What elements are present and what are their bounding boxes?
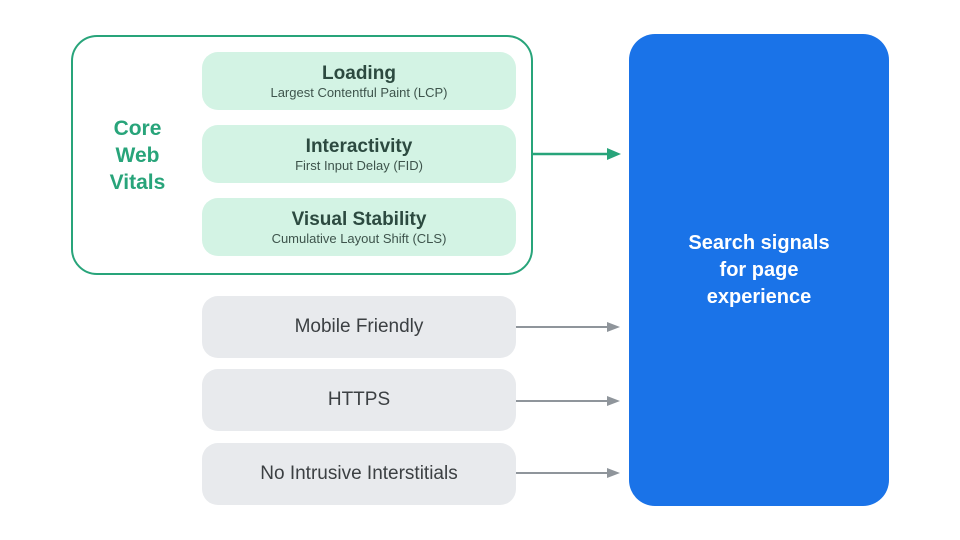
result-line: for page	[719, 258, 799, 281]
green-arrow-icon	[532, 148, 621, 160]
core-web-vitals-label-line: Web	[115, 143, 160, 167]
gray-arrow-icon	[516, 322, 620, 332]
signal-https: HTTPS	[202, 369, 516, 431]
search-signals-result-box: Search signals for page experience	[629, 34, 889, 506]
vital-title: Interactivity	[305, 135, 413, 157]
signal-label: HTTPS	[327, 389, 391, 410]
core-web-vitals-label: Core Web Vitals	[73, 37, 202, 273]
vital-title: Loading	[322, 62, 396, 84]
core-web-vitals-label-line: Vitals	[109, 170, 166, 194]
result-line: experience	[706, 285, 812, 308]
result-line: Search signals	[688, 231, 830, 254]
core-web-vitals-label-line: Core	[113, 116, 162, 140]
core-web-vitals-group: Core Web Vitals Loading Largest Contentf…	[71, 35, 533, 275]
signal-no-intrusive-interstitials: No Intrusive Interstitials	[202, 443, 516, 505]
vitals-list: Loading Largest Contentful Paint (LCP) I…	[202, 52, 516, 256]
signal-mobile-friendly: Mobile Friendly	[202, 296, 516, 358]
vital-box-visual-stability: Visual Stability Cumulative Layout Shift…	[202, 198, 516, 256]
vital-box-interactivity: Interactivity First Input Delay (FID)	[202, 125, 516, 183]
vital-subtitle: First Input Delay (FID)	[295, 157, 423, 173]
vital-box-loading: Loading Largest Contentful Paint (LCP)	[202, 52, 516, 110]
vital-subtitle: Cumulative Layout Shift (CLS)	[271, 230, 447, 246]
gray-arrow-icon	[516, 468, 620, 478]
vital-title: Visual Stability	[291, 208, 427, 230]
signal-label: No Intrusive Interstitials	[260, 463, 458, 484]
vital-subtitle: Largest Contentful Paint (LCP)	[270, 84, 448, 100]
gray-arrow-icon	[516, 396, 620, 406]
signal-label: Mobile Friendly	[294, 316, 424, 337]
